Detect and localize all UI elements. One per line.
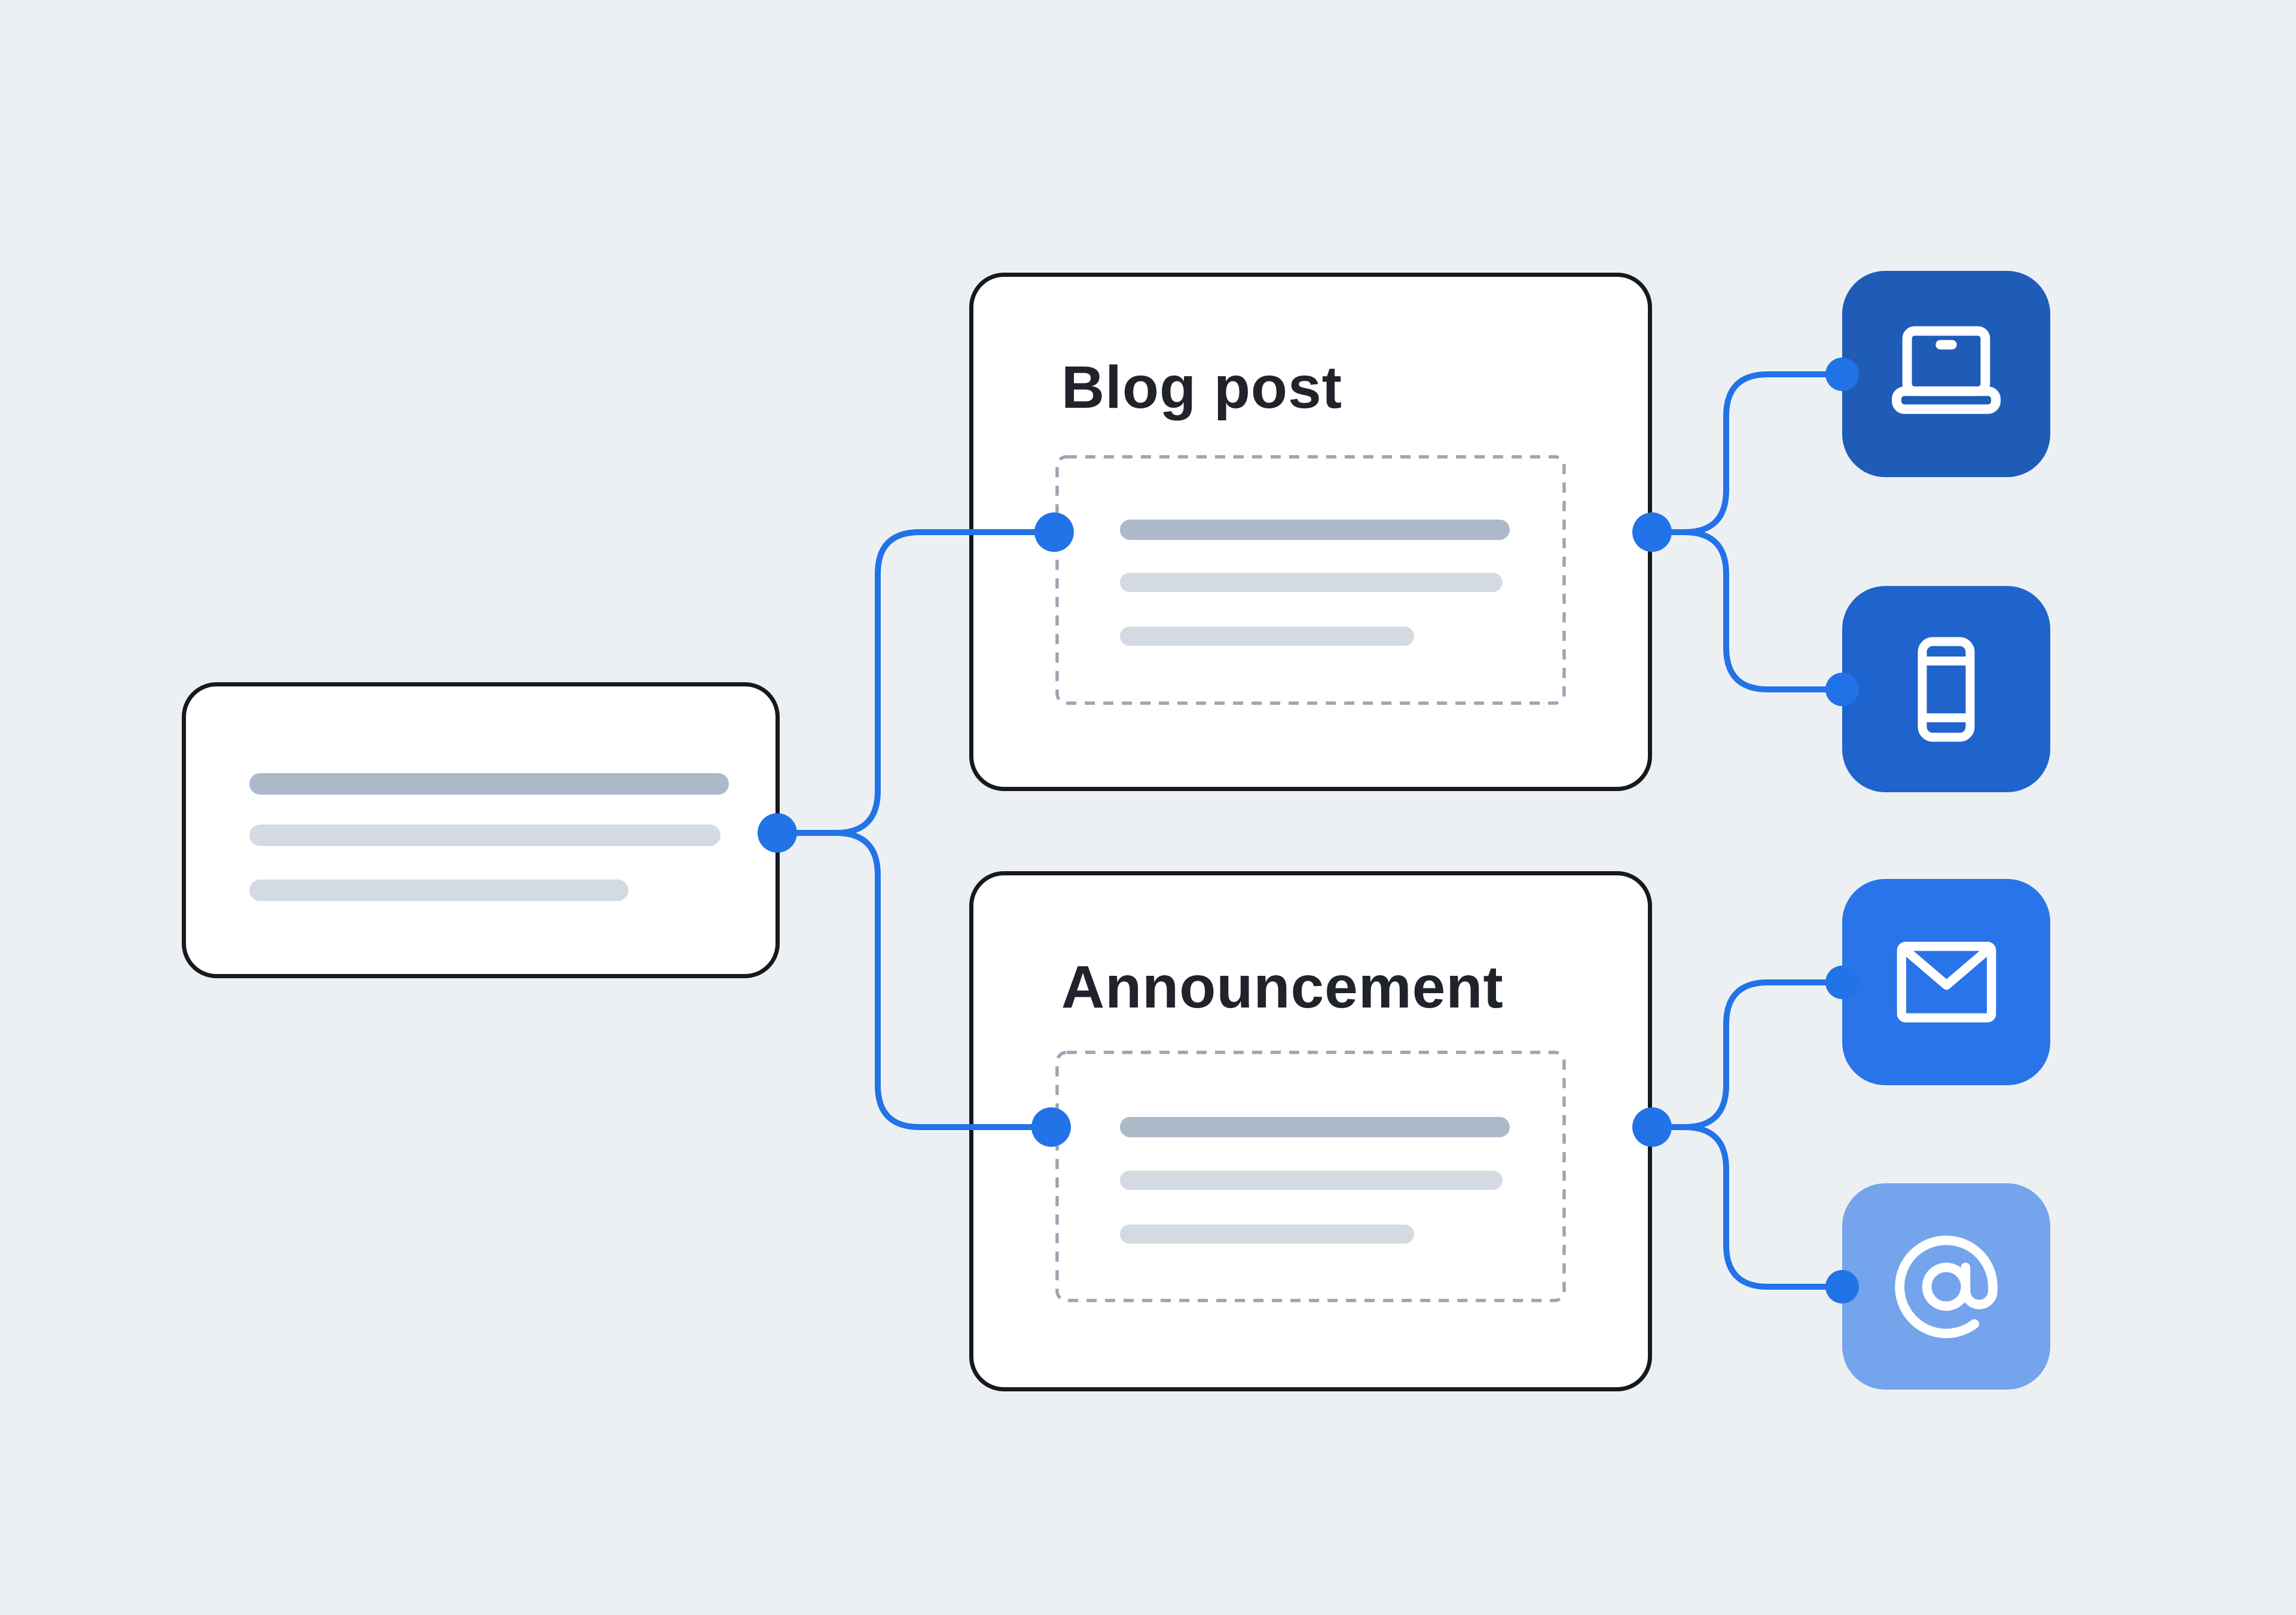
smartphone-icon xyxy=(1918,637,1975,742)
channel-tile-mail xyxy=(1842,879,2050,1085)
skeleton-line xyxy=(249,773,729,795)
blog-post-card: Blog post xyxy=(969,273,1652,791)
skeleton-line xyxy=(1120,627,1414,646)
skeleton-line xyxy=(249,880,628,901)
skeleton-line xyxy=(1120,1225,1414,1244)
laptop-icon xyxy=(1892,326,2001,414)
announcement-card: Announcement xyxy=(969,871,1652,1391)
connector-blog-to-smartphone xyxy=(1649,529,1843,692)
skeleton-line xyxy=(1120,1171,1503,1190)
skeleton-line xyxy=(249,825,720,846)
blog-post-title: Blog post xyxy=(1061,354,1343,421)
mail-icon xyxy=(1897,942,1996,1022)
skeleton-line xyxy=(1120,1117,1510,1137)
skeleton-line xyxy=(1120,573,1503,592)
channel-tile-smartphone xyxy=(1842,586,2050,792)
channel-tile-laptop xyxy=(1842,271,2050,477)
connector-announcement-to-mail xyxy=(1649,979,1843,1130)
source-card xyxy=(182,682,780,978)
connector-announcement-to-at-sign xyxy=(1649,1124,1843,1290)
channel-tile-at-sign xyxy=(1842,1183,2050,1390)
connector-blog-to-laptop xyxy=(1649,371,1843,535)
at-sign-icon xyxy=(1895,1235,1998,1338)
announcement-title: Announcement xyxy=(1061,954,1504,1021)
skeleton-line xyxy=(1120,520,1510,540)
